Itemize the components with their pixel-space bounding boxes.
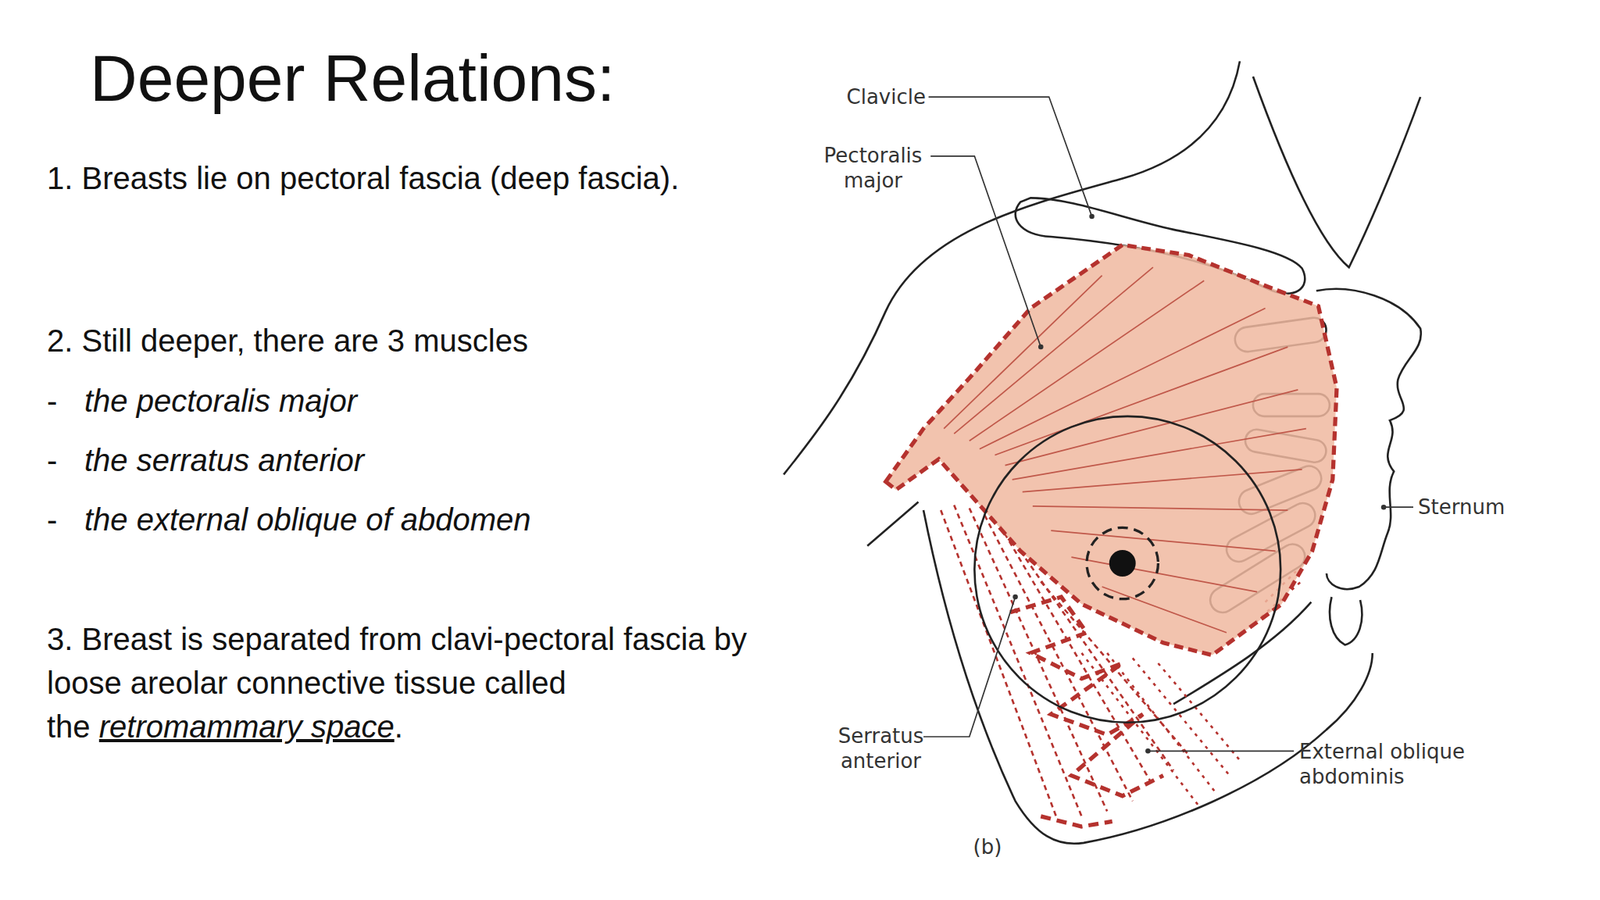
part-label: Serratus anterior	[820, 723, 942, 774]
list-dash: -	[46, 497, 79, 542]
list-item: the external oblique of abdomen	[84, 497, 710, 542]
pectoralis-fibres	[943, 267, 1307, 633]
muscle-fibre	[1005, 389, 1299, 466]
leader-dot	[1012, 594, 1018, 600]
leader-line	[930, 156, 1041, 347]
muscle-fibre	[1102, 586, 1227, 633]
slide-title: Deeper Relations:	[89, 45, 615, 111]
pectoralis-major-muscle	[885, 244, 1337, 655]
leader-lines	[923, 96, 1414, 751]
muscle-fibre	[943, 275, 1102, 429]
breast-outline	[974, 416, 1281, 723]
muscle-fibre	[979, 307, 1266, 449]
paragraph: 3. Breast is separated from clavi-pector…	[46, 617, 782, 749]
muscle-fibre	[1050, 530, 1275, 551]
part-label: Pectoralis major	[812, 142, 934, 193]
leader-line	[1147, 750, 1294, 752]
muscle-fibre	[1032, 506, 1289, 511]
muscle-fibre	[1157, 663, 1240, 761]
leader-dot	[1381, 504, 1387, 511]
digitation-border	[1040, 816, 1112, 827]
body-text: .	[394, 709, 404, 744]
figure-label: (b)	[948, 834, 1027, 860]
muscle-fibre	[1132, 657, 1230, 775]
leader-dots	[1012, 214, 1386, 754]
muscle-fibre	[953, 267, 1154, 434]
muscle-fibre	[969, 280, 1204, 441]
part-label: External oblique abdominis	[1299, 739, 1483, 790]
list-dash: -	[46, 438, 79, 483]
muscle-fibre	[1022, 469, 1303, 493]
leader-dot	[1089, 214, 1095, 220]
leader-line	[1383, 506, 1414, 508]
part-label: Sternum	[1417, 494, 1575, 520]
list-item: the serratus anterior	[84, 438, 710, 483]
list-item: the pectoralis major	[84, 378, 710, 423]
part-label: Clavicle	[781, 84, 926, 110]
body-outline	[783, 60, 1422, 843]
xiphoid-outline	[1329, 596, 1362, 645]
leader-dot	[1145, 748, 1151, 754]
body-text: 2. Still deeper, there are 3 muscles	[46, 318, 782, 363]
areola-outline	[1086, 527, 1158, 599]
muscle-fibre	[1071, 557, 1258, 592]
list-dash: -	[46, 378, 79, 423]
underlined-term: retromammary space	[99, 709, 395, 744]
leader-dot	[1038, 344, 1044, 350]
body-text: 1. Breasts lie on pectoral fascia (deep …	[46, 156, 782, 200]
muscle-fibre	[1081, 653, 1199, 807]
leader-line	[923, 596, 1016, 737]
neck-outline	[1253, 76, 1421, 268]
nipple	[1109, 550, 1136, 577]
